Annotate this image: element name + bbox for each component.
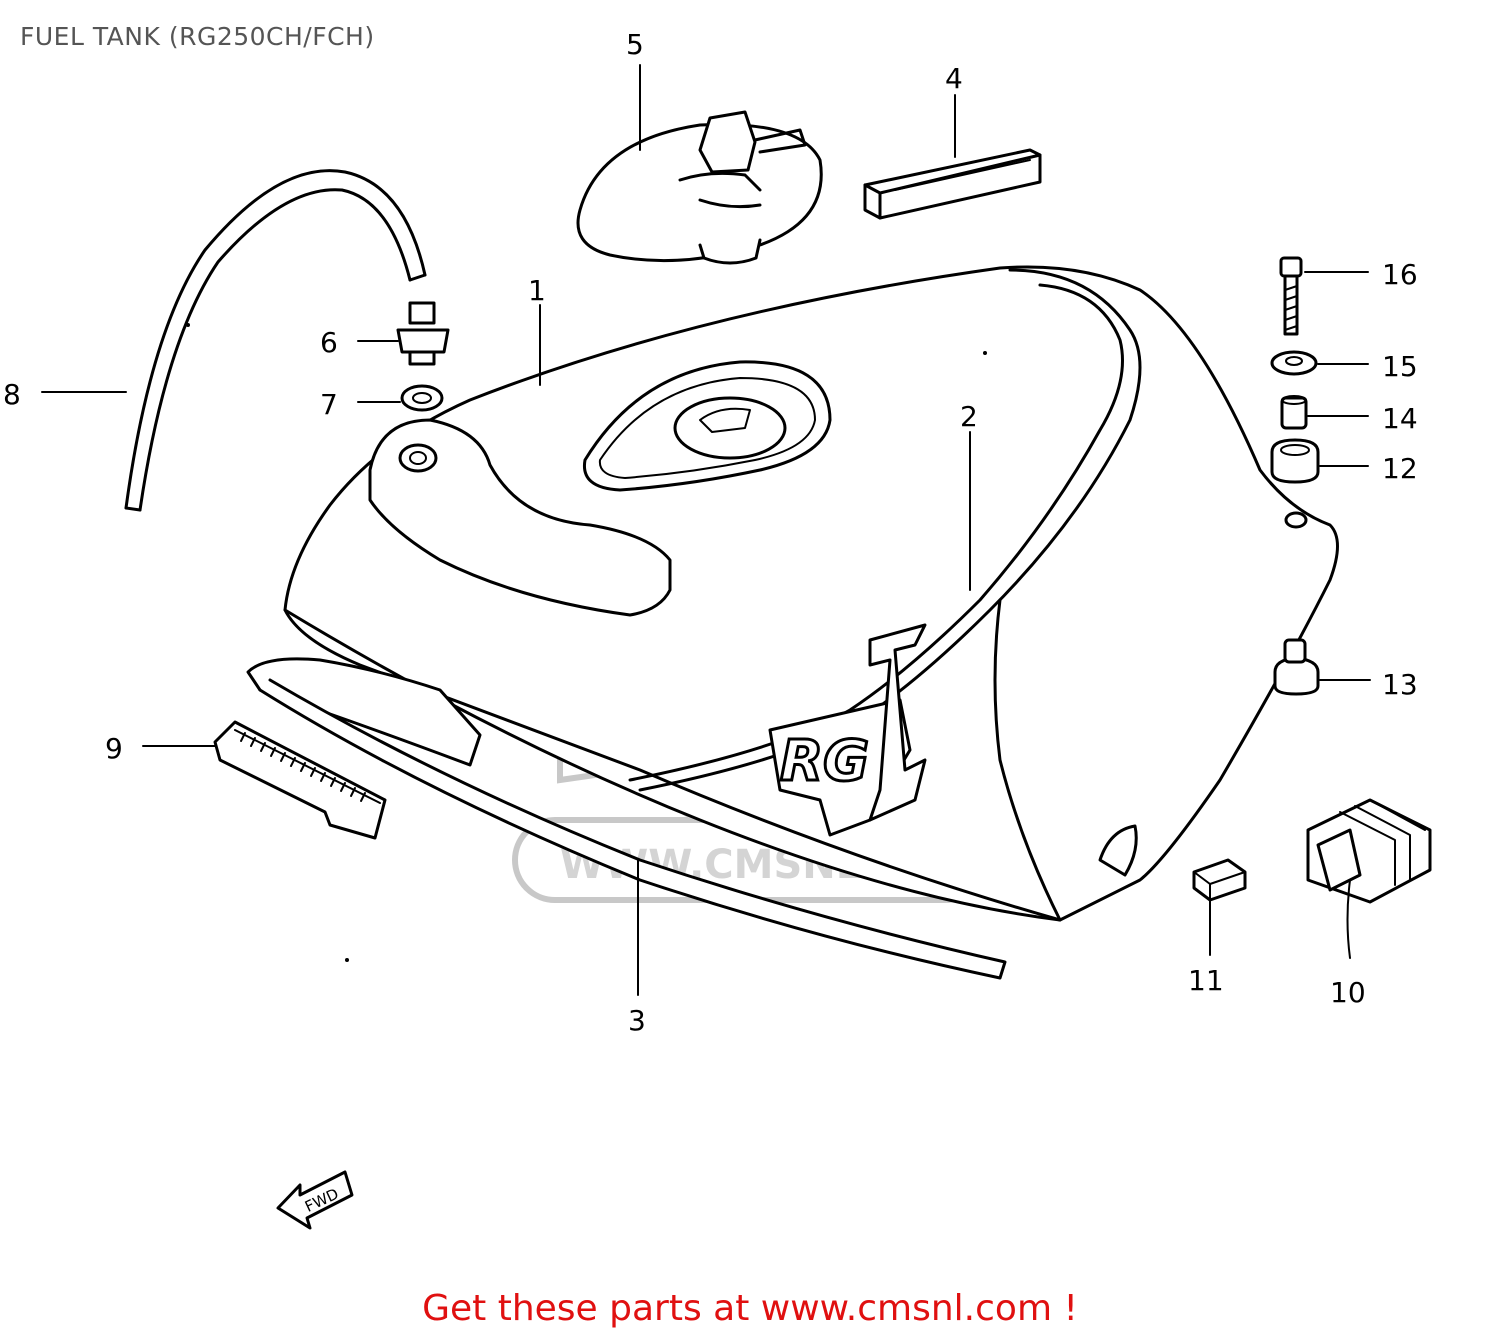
callout-6: 6 (320, 326, 338, 359)
callout-3: 3 (628, 1004, 646, 1037)
callout-16: 16 (1382, 258, 1418, 291)
mount-bolt[interactable] (1279, 256, 1303, 336)
callout-labels: 5 4 1 2 8 6 7 9 3 11 10 16 15 14 12 13 (3, 28, 1418, 1037)
breather-hose[interactable] (124, 169, 427, 512)
fuel-cap[interactable] (576, 110, 823, 265)
callout-15: 15 (1382, 350, 1418, 383)
cushion-block[interactable] (1192, 858, 1247, 902)
dot-mark (345, 958, 349, 962)
dot-mark (983, 351, 987, 355)
callout-5: 5 (626, 28, 644, 61)
mount-cushion[interactable] (1270, 438, 1320, 484)
callout-7: 7 (320, 388, 338, 421)
callout-9: 9 (105, 732, 123, 765)
callout-13: 13 (1382, 668, 1418, 701)
knee-grip[interactable] (213, 720, 387, 840)
callout-8: 8 (3, 378, 21, 411)
rear-cushion[interactable] (1273, 638, 1320, 696)
callout-12: 12 (1382, 452, 1418, 485)
mount-washer[interactable] (1270, 350, 1318, 376)
callout-11: 11 (1188, 964, 1224, 997)
tank-emblem-text: RG (780, 729, 869, 794)
side-trim-strip[interactable] (246, 657, 1007, 980)
rubber-cushion[interactable] (1306, 798, 1432, 904)
callout-14: 14 (1382, 402, 1418, 435)
fuel-tank[interactable] (283, 265, 1339, 922)
mount-spacer[interactable] (1280, 395, 1308, 430)
forward-arrow-icon: FWD (276, 1170, 354, 1230)
leader-10 (1346, 879, 1351, 959)
callout-4: 4 (945, 62, 963, 95)
fitting-washer[interactable] (400, 384, 444, 412)
callout-10: 10 (1330, 976, 1366, 1009)
callout-1: 1 (528, 274, 546, 307)
dot-mark (186, 323, 190, 327)
diagram-title: FUEL TANK (RG250CH/FCH) (20, 22, 375, 51)
leader-lines (41, 64, 1371, 996)
breather-fitting[interactable] (396, 301, 450, 366)
tank-cushion-strip[interactable] (863, 148, 1042, 220)
mount-washer-hole (1285, 356, 1303, 366)
fitting-washer-hole (412, 392, 432, 404)
callout-2: 2 (960, 400, 978, 433)
tank-emblem[interactable]: RG (768, 623, 927, 837)
footer-cta-link[interactable]: Get these parts at www.cmsnl.com ! (422, 1288, 1078, 1329)
